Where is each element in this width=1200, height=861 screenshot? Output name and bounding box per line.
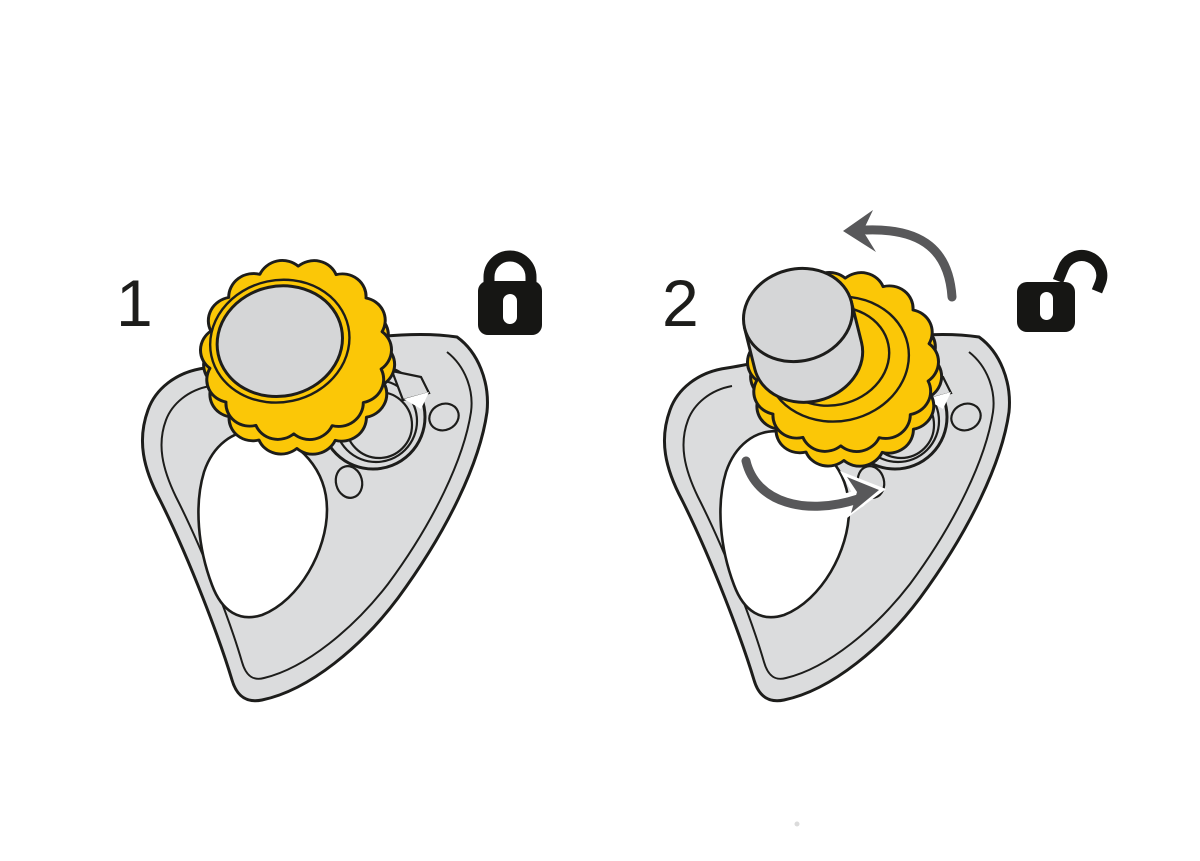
step-1-label: 1 xyxy=(116,266,153,340)
rotation-arrow-top-arc xyxy=(861,225,957,302)
stray-dot xyxy=(794,821,800,827)
padlock-shackle xyxy=(483,250,537,286)
locking-knob-closed xyxy=(199,259,397,456)
padlock-open-shackle xyxy=(1052,250,1108,294)
knob-button-top xyxy=(741,266,855,364)
rotation-arrow-bottom xyxy=(737,452,886,521)
rotation-arrow-bottom-head xyxy=(847,477,879,513)
panel-step-1: 1 xyxy=(116,250,542,703)
locked-padlock-icon xyxy=(478,250,542,335)
step-2-label: 2 xyxy=(662,266,699,340)
rotation-arrow-top xyxy=(843,210,957,302)
rotation-arrow-bottom-arc xyxy=(741,456,863,511)
panel-step-2: 2 xyxy=(662,210,1108,703)
padlock-keyhole xyxy=(1040,292,1053,320)
padlock-keyhole xyxy=(503,294,517,324)
knob-button xyxy=(741,266,865,404)
unlocked-padlock-icon xyxy=(1017,250,1108,332)
knob-rim-line xyxy=(208,278,351,404)
rotation-arrow-top-head xyxy=(843,210,876,252)
